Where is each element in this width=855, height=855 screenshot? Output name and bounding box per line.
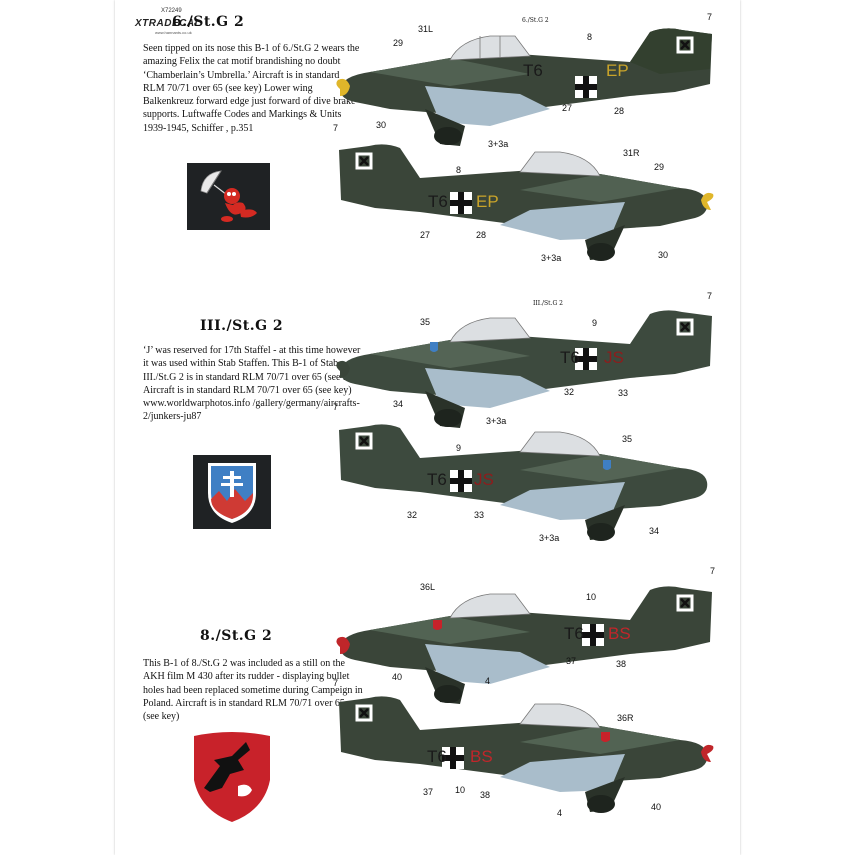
- callout-label: 9: [592, 318, 598, 328]
- callout-label: 35: [622, 434, 633, 444]
- aircraft-code-left-3b: T6: [427, 747, 447, 766]
- callout-label: 29: [654, 162, 665, 172]
- callout-label: 10: [586, 592, 597, 602]
- callout-label: 38: [616, 659, 627, 669]
- callout-label: 32: [407, 510, 418, 520]
- eagle-shield-icon: [194, 732, 270, 822]
- decal-sheet: [115, 0, 740, 855]
- section-description-iii-stg2: ‘J’ was reserved for 17th Staffel - at t…: [143, 345, 361, 423]
- callout-label: 40: [392, 672, 403, 682]
- callout-label: 33: [618, 388, 629, 398]
- aircraft-profile-iii-stg2-right: [339, 424, 708, 541]
- section-description-6-stg2: Seen tipped on its nose this B-1 of 6./S…: [143, 43, 360, 134]
- aircraft-profile-iii-stg2-left: [336, 310, 712, 428]
- callout-label: 37: [566, 656, 577, 666]
- brand-website: www.hannants.co.uk: [155, 30, 192, 35]
- callout-label: 31L: [418, 24, 434, 34]
- callout-label: 10: [455, 785, 466, 795]
- callout-label: 7: [333, 402, 339, 412]
- shield-icon: [208, 463, 256, 523]
- callout-label: 33: [474, 510, 485, 520]
- shield-badge: [193, 455, 271, 529]
- callout-label: 30: [658, 250, 669, 260]
- callout-label: 27: [562, 103, 573, 113]
- callout-label: 8: [456, 165, 462, 175]
- aircraft-profile-8-stg2-left: [336, 586, 712, 704]
- callout-label: 7: [710, 566, 716, 576]
- callout-label: 3+3a: [486, 416, 507, 426]
- product-code: X72249: [161, 8, 182, 14]
- felix-cat-badge: [187, 163, 270, 230]
- callout-label: 34: [393, 399, 404, 409]
- aircraft-code-right-1a: EP: [606, 61, 629, 80]
- callout-label: 36R: [617, 713, 634, 723]
- callout-label: 7: [707, 291, 713, 301]
- aircraft-code-left-3a: T6: [564, 624, 584, 643]
- callout-label: 34: [649, 526, 660, 536]
- aircraft-code-right-1b: EP: [476, 192, 499, 211]
- callout-label: 7: [707, 12, 713, 22]
- side-heading-iii-stg2: III./St.G 2: [533, 300, 563, 307]
- callout-label: 3+3a: [541, 253, 562, 263]
- section-heading-iii-stg2: III./St.G 2: [200, 318, 284, 334]
- aircraft-code-right-3a: BS: [608, 624, 631, 643]
- section-heading-6-stg2: 6./St.G 2: [172, 14, 245, 30]
- aircraft-code-left-1b: T6: [428, 192, 448, 211]
- callout-label: 30: [376, 120, 387, 130]
- callout-label: 7: [333, 678, 339, 688]
- aircraft-code-left-2b: T6: [427, 470, 447, 489]
- section-heading-8-stg2: 8./St.G 2: [200, 628, 273, 644]
- callout-label: 4: [485, 676, 491, 686]
- callout-label: 40: [651, 802, 662, 812]
- felix-cat-icon: [200, 170, 257, 222]
- brand-name: XTRADECAL: [135, 18, 202, 29]
- callout-label: 32: [564, 387, 575, 397]
- callout-label: 7: [333, 123, 339, 133]
- aircraft-profile-6-stg2-right: [339, 144, 714, 261]
- callout-label: 9: [456, 443, 462, 453]
- aircraft-code-right-2b: JS: [474, 470, 494, 489]
- callout-label: 4: [557, 808, 563, 818]
- callout-label: 31R: [623, 148, 640, 158]
- callout-label: 38: [480, 790, 491, 800]
- aircraft-code-right-2a: JS: [604, 348, 624, 367]
- callout-label: 28: [614, 106, 625, 116]
- aircraft-code-right-3b: BS: [470, 747, 493, 766]
- callout-label: 3+3a: [488, 139, 509, 149]
- aircraft-profile-6-stg2-left: [336, 28, 712, 146]
- callout-label: 8: [587, 32, 593, 42]
- aircraft-code-left-1a: T6: [523, 61, 543, 80]
- aircraft-code-left-2a: T6: [560, 348, 580, 367]
- callout-label: 29: [393, 38, 404, 48]
- xtradecal-logo: X72249 XTRADECAL www.hannants.co.uk: [135, 8, 215, 36]
- aircraft-profile-8-stg2-right: [339, 696, 714, 813]
- callout-label: 3+3a: [539, 533, 560, 543]
- callout-label: 28: [476, 230, 487, 240]
- side-heading-6-stg2: 6./St.G 2: [522, 17, 549, 24]
- callout-label: 36L: [420, 582, 436, 592]
- callout-label: 37: [423, 787, 434, 797]
- eagle-shield-badge: [190, 730, 275, 825]
- callout-label: 27: [420, 230, 431, 240]
- section-description-8-stg2: This B-1 of 8./St.G 2 was included as a …: [143, 658, 363, 723]
- callout-label: 35: [420, 317, 431, 327]
